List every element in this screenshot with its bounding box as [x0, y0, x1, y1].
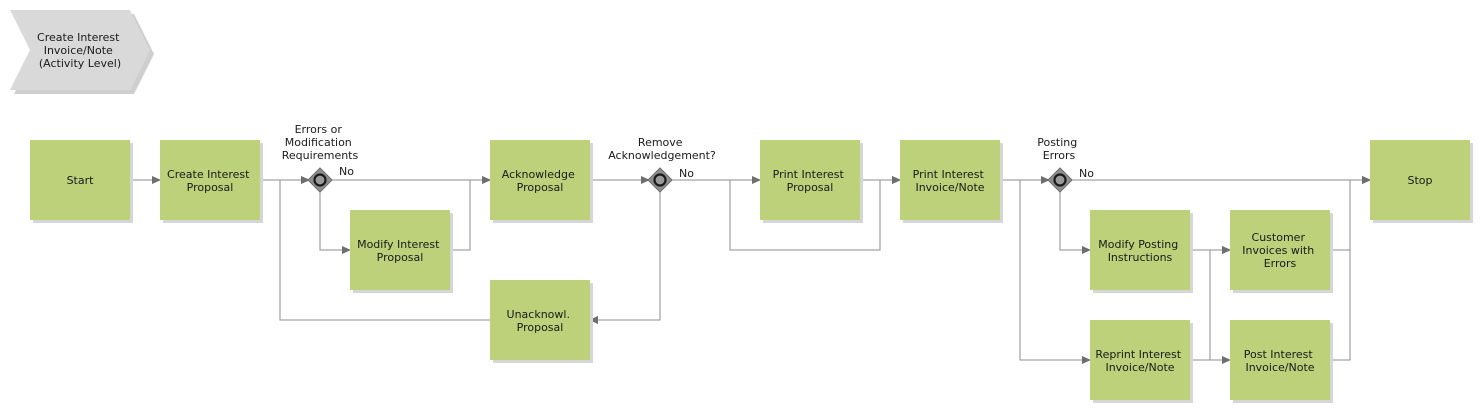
svg-text:Create Interest Proposal: Create Interest Proposal: [167, 168, 253, 194]
node-print-interest-invoice[interactable]: Print Interest Invoice/Note: [900, 140, 1003, 223]
edge-g3-modpost: [1059, 191, 1091, 254]
gateway-label-remove-acknowledgement: Remove Acknowledgement?: [608, 136, 716, 162]
edge-g2-unack: [589, 191, 661, 324]
gateway-remove-acknowledgement[interactable]: [647, 167, 673, 193]
edge-g1-modify: [319, 191, 351, 254]
svg-text:Unacknowl. Proposal: Unacknowl. Proposal: [507, 308, 574, 334]
edge-label-no-2: No: [679, 167, 694, 180]
svg-text:Modify Interest Proposal: Modify Interest Proposal: [357, 238, 443, 264]
node-modify-posting-instructions[interactable]: Modify Posting Instructions: [1090, 210, 1193, 293]
edge-printinv-reprint: [1019, 180, 1091, 364]
node-create-interest-proposal[interactable]: Create Interest Proposal: [160, 140, 263, 223]
node-customer-invoices-errors[interactable]: Customer Invoices with Errors: [1230, 210, 1333, 293]
edge-modify-ack: [450, 176, 491, 251]
svg-text:Start: Start: [67, 174, 95, 187]
gateway-posting-errors[interactable]: [1047, 167, 1073, 193]
svg-text:Print Interest Invoice/N: Print Interest Invoice/Note: [913, 168, 988, 194]
svg-text:Modify Posting Instructi: Modify Posting Instructions: [1098, 238, 1181, 264]
process-header: Create Interest Invoice/Note (Activity L…: [10, 10, 154, 94]
svg-text:Acknowledge Proposal: Acknowledge Proposal: [502, 168, 579, 194]
node-modify-interest-proposal[interactable]: Modify Interest Proposal: [350, 210, 453, 293]
svg-text:Customer Invoices with: Customer Invoices with Errors: [1242, 231, 1317, 270]
flow-edges: [130, 176, 1371, 364]
edge-unack-loop: [279, 176, 490, 321]
svg-text:Print Interest Proposal: Print Interest Proposal: [773, 168, 848, 194]
node-post-interest-invoice[interactable]: Post Interest Invoice/Note: [1230, 320, 1333, 403]
gateway-label-posting-errors: Posting Errors: [1037, 136, 1081, 162]
process-header-title: Create Interest Invoice/Note (Activity L…: [37, 31, 123, 70]
svg-text:Post Interest Invoice/No: Post Interest Invoice/Note: [1244, 348, 1316, 374]
edge-label-no-3: No: [1079, 167, 1094, 180]
svg-text:Stop: Stop: [1407, 174, 1432, 187]
gateway-errors-or-modification[interactable]: [307, 167, 333, 193]
edge-post-stop: [1330, 176, 1371, 361]
node-reprint-interest-invoice[interactable]: Reprint Interest Invoice/Note: [1090, 320, 1193, 403]
edge-reprint-custerr: [1190, 246, 1231, 361]
gateway-label-errors-or-modification: Errors or Modification Requirements: [282, 123, 359, 162]
node-print-interest-proposal[interactable]: Print Interest Proposal: [760, 140, 863, 223]
node-start[interactable]: Start: [30, 140, 133, 223]
node-acknowledge-proposal[interactable]: Acknowledge Proposal: [490, 140, 593, 223]
svg-text:Reprint Interest Invoice: Reprint Interest Invoice/Note: [1095, 348, 1184, 374]
node-stop[interactable]: Stop: [1370, 140, 1473, 223]
edge-label-no-1: No: [339, 165, 354, 178]
node-unacknowl-proposal[interactable]: Unacknowl. Proposal: [490, 280, 593, 363]
